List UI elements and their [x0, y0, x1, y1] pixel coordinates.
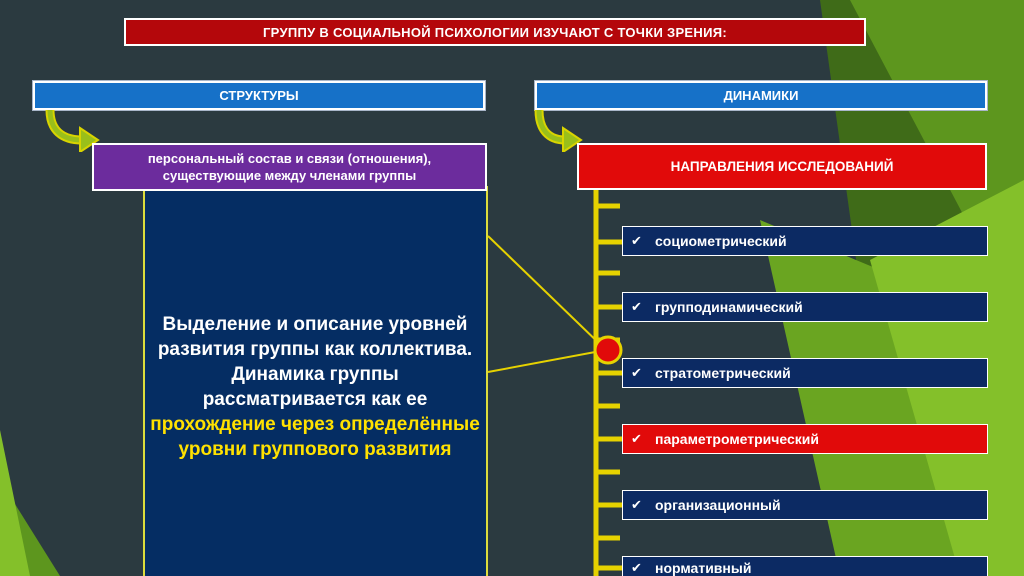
structure-header: СТРУКТУРЫ: [32, 80, 486, 111]
callout-text-highlight: прохождение через определённые уровни гр…: [150, 414, 480, 460]
structure-definition: персональный состав и связи (отношения),…: [92, 143, 487, 191]
check-icon: ✔: [631, 431, 642, 446]
connector-node: [593, 335, 623, 365]
direction-item-normative: ✔ нормативный: [622, 556, 988, 576]
direction-item-label: параметрометрический: [655, 431, 820, 447]
curved-arrow-icon: [45, 109, 100, 152]
direction-item-label: групподинамический: [655, 299, 803, 315]
direction-item-stratometric: ✔ стратометрический: [622, 358, 988, 388]
check-icon: ✔: [631, 497, 642, 512]
directions-header: НАПРАВЛЕНИЯ ИССЛЕДОВАНИЙ: [577, 143, 987, 190]
check-icon: ✔: [631, 299, 642, 314]
callout-box: [143, 186, 488, 576]
direction-item-label: организационный: [655, 497, 781, 513]
page-title: ГРУППУ В СОЦИАЛЬНОЙ ПСИХОЛОГИИ ИЗУЧАЮТ С…: [124, 18, 866, 46]
check-icon: ✔: [631, 233, 642, 248]
check-icon: ✔: [631, 560, 642, 575]
direction-item-parametrometric: ✔ параметрометрический: [622, 424, 988, 454]
check-icon: ✔: [631, 365, 642, 380]
direction-item-group-dynamic: ✔ групподинамический: [622, 292, 988, 322]
dynamics-header: ДИНАМИКИ: [534, 80, 988, 111]
callout-text: Выделение и описание уровней развития гр…: [150, 312, 480, 462]
direction-item-label: социометрический: [655, 233, 787, 249]
direction-item-label: нормативный: [655, 560, 752, 576]
curved-arrow-icon: [534, 109, 583, 152]
direction-item-sociometric: ✔ социометрический: [622, 226, 988, 256]
callout-text-plain: Выделение и описание уровней развития гр…: [157, 314, 473, 410]
direction-item-label: стратометрический: [655, 365, 791, 381]
direction-item-organizational: ✔ организационный: [622, 490, 988, 520]
